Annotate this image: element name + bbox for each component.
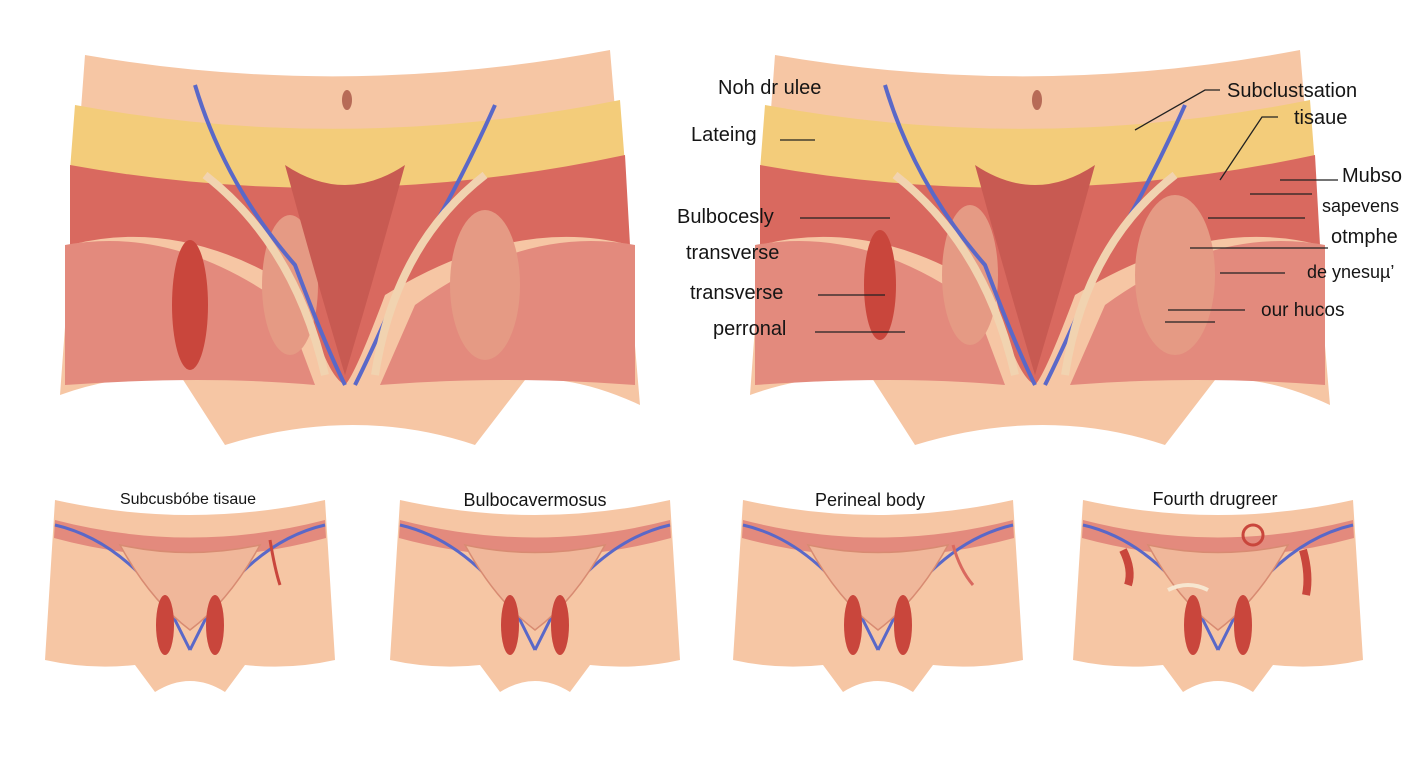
- label-de-ynesu: de ynesuµ’: [1307, 262, 1395, 282]
- label-noh-dr-ulee: Noh dr ulee: [718, 77, 822, 99]
- label-bulbocesly: Bulbocesly: [677, 206, 774, 228]
- label-transverse-1: transverse: [686, 242, 780, 264]
- label-otmphe: otmphe: [1331, 226, 1398, 248]
- label-mubso: Mubso: [1342, 165, 1403, 187]
- large-anatomy-illustration-right: [745, 45, 1335, 450]
- label-our-hucos: our hucos: [1261, 300, 1345, 321]
- small-illustration-2: [385, 500, 685, 695]
- label-lateing: Lateing: [691, 124, 757, 146]
- label-sapevens: sapevens: [1322, 196, 1400, 216]
- small-illustration-3: [728, 500, 1028, 695]
- label-transverse-2: transverse: [690, 282, 784, 304]
- label-tisaue: tisaue: [1294, 107, 1348, 129]
- caption-subcusbobe-tisaue: Subcusbóbe tisaue: [119, 491, 257, 508]
- label-perronal: perronal: [713, 318, 787, 340]
- caption-fourth-drugreer: Fourth drugreer: [1152, 489, 1278, 509]
- small-illustration-1: [40, 500, 340, 695]
- small-illustration-4: [1068, 500, 1368, 695]
- caption-bulbocavermosus: Bulbocavermosus: [463, 490, 607, 510]
- caption-perineal-body: Perineal body: [814, 490, 926, 510]
- label-subclustsation: Subclustsation: [1227, 80, 1358, 102]
- large-anatomy-illustration-left: [55, 45, 645, 450]
